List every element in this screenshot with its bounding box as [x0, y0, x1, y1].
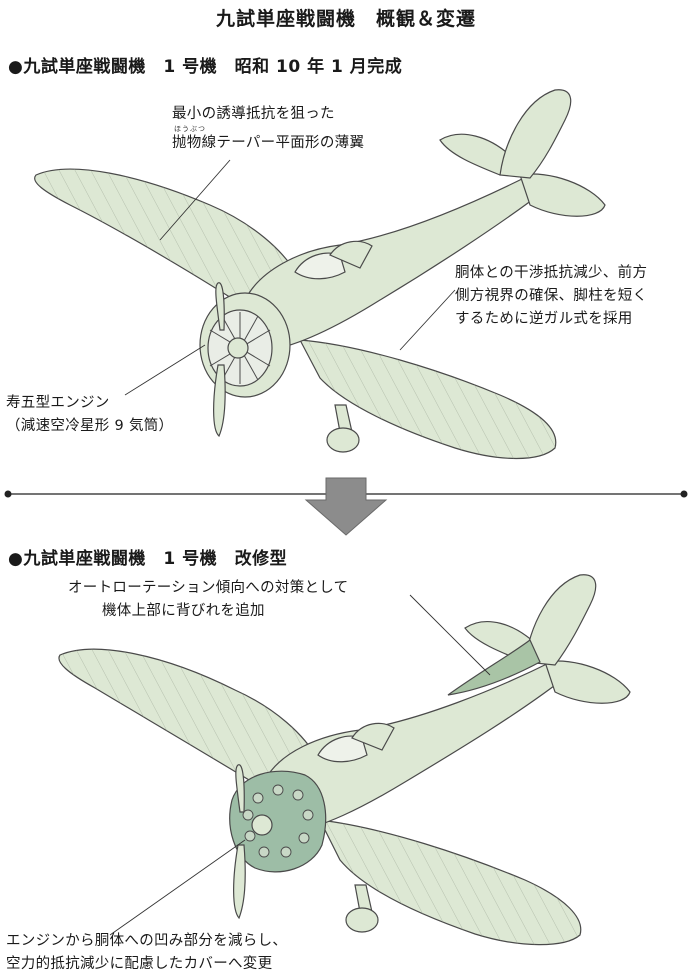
- cockpit: [317, 735, 368, 763]
- h-stabilizer-right: [519, 173, 606, 217]
- cowl-note-line1: エンジンから胴体への凹み部分を減らし、: [6, 933, 288, 949]
- engine-note: 寿五型エンジン （減速空冷星形 9 気筒）: [6, 392, 173, 438]
- headrest: [351, 722, 395, 751]
- engine-note-line1: 寿五型エンジン: [6, 395, 110, 411]
- transition-divider: [4, 477, 688, 536]
- fin-note-line2: 機体上部に背びれを追加: [102, 603, 265, 619]
- cockpit: [294, 252, 346, 280]
- wing-note: 最小の誘導抵抗を狙った ほうぶつ 抛物線テーパー平面形の薄翼: [172, 103, 364, 155]
- gull-note-line2: 側方視界の確保、脚柱を短く: [455, 288, 648, 304]
- aircraft-prototype-1: [34, 89, 606, 460]
- cowl-note-line2: 空力的抵抗減少に配慮したカバーへ変更: [6, 956, 273, 972]
- cowling-note: エンジンから胴体への凹み部分を減らし、 空力的抵抗減少に配慮したカバーへ変更: [6, 930, 287, 976]
- propeller: [235, 764, 245, 813]
- engine-note-line2: （減速空冷星形 9 気筒）: [6, 418, 174, 434]
- h-stabilizer-right: [544, 660, 631, 704]
- down-arrow-icon: [304, 477, 388, 536]
- wing-note-line1: 最小の誘導抵抗を狙った: [172, 106, 335, 122]
- section2-heading: ●九試単座戦闘機 1 号機 改修型: [8, 549, 288, 569]
- headrest: [329, 240, 373, 269]
- dorsal-fin: [447, 639, 541, 696]
- vertical-fin: [499, 89, 572, 179]
- propeller: [215, 282, 225, 331]
- aircraft-prototype-1-modified: [58, 574, 631, 946]
- fin-note-line1: オートローテーション傾向への対策として: [68, 580, 349, 596]
- section1-heading: ●九試単座戦闘機 1 号機 昭和 10 年 1 月完成: [8, 57, 403, 77]
- gull-note-line1: 胴体との干渉抵抗減少、前方: [455, 265, 648, 281]
- dorsal-fin-note: オートローテーション傾向への対策として 機体上部に背びれを追加: [68, 577, 348, 623]
- gull-note-line3: するために逆ガル式を採用: [455, 311, 633, 327]
- wing-note-line2: 抛物線テーパー平面形の薄翼: [172, 135, 365, 151]
- gull-wing-note: 胴体との干渉抵抗減少、前方 側方視界の確保、脚柱を短く するために逆ガル式を採用: [455, 262, 647, 331]
- vertical-fin: [524, 574, 597, 666]
- wing-note-ruby: ほうぶつ: [174, 125, 206, 133]
- leader-lines-1: [124, 159, 456, 396]
- leader-lines-2: [109, 594, 491, 936]
- page-title: 九試単座戦闘機 概観＆変遷: [215, 8, 476, 30]
